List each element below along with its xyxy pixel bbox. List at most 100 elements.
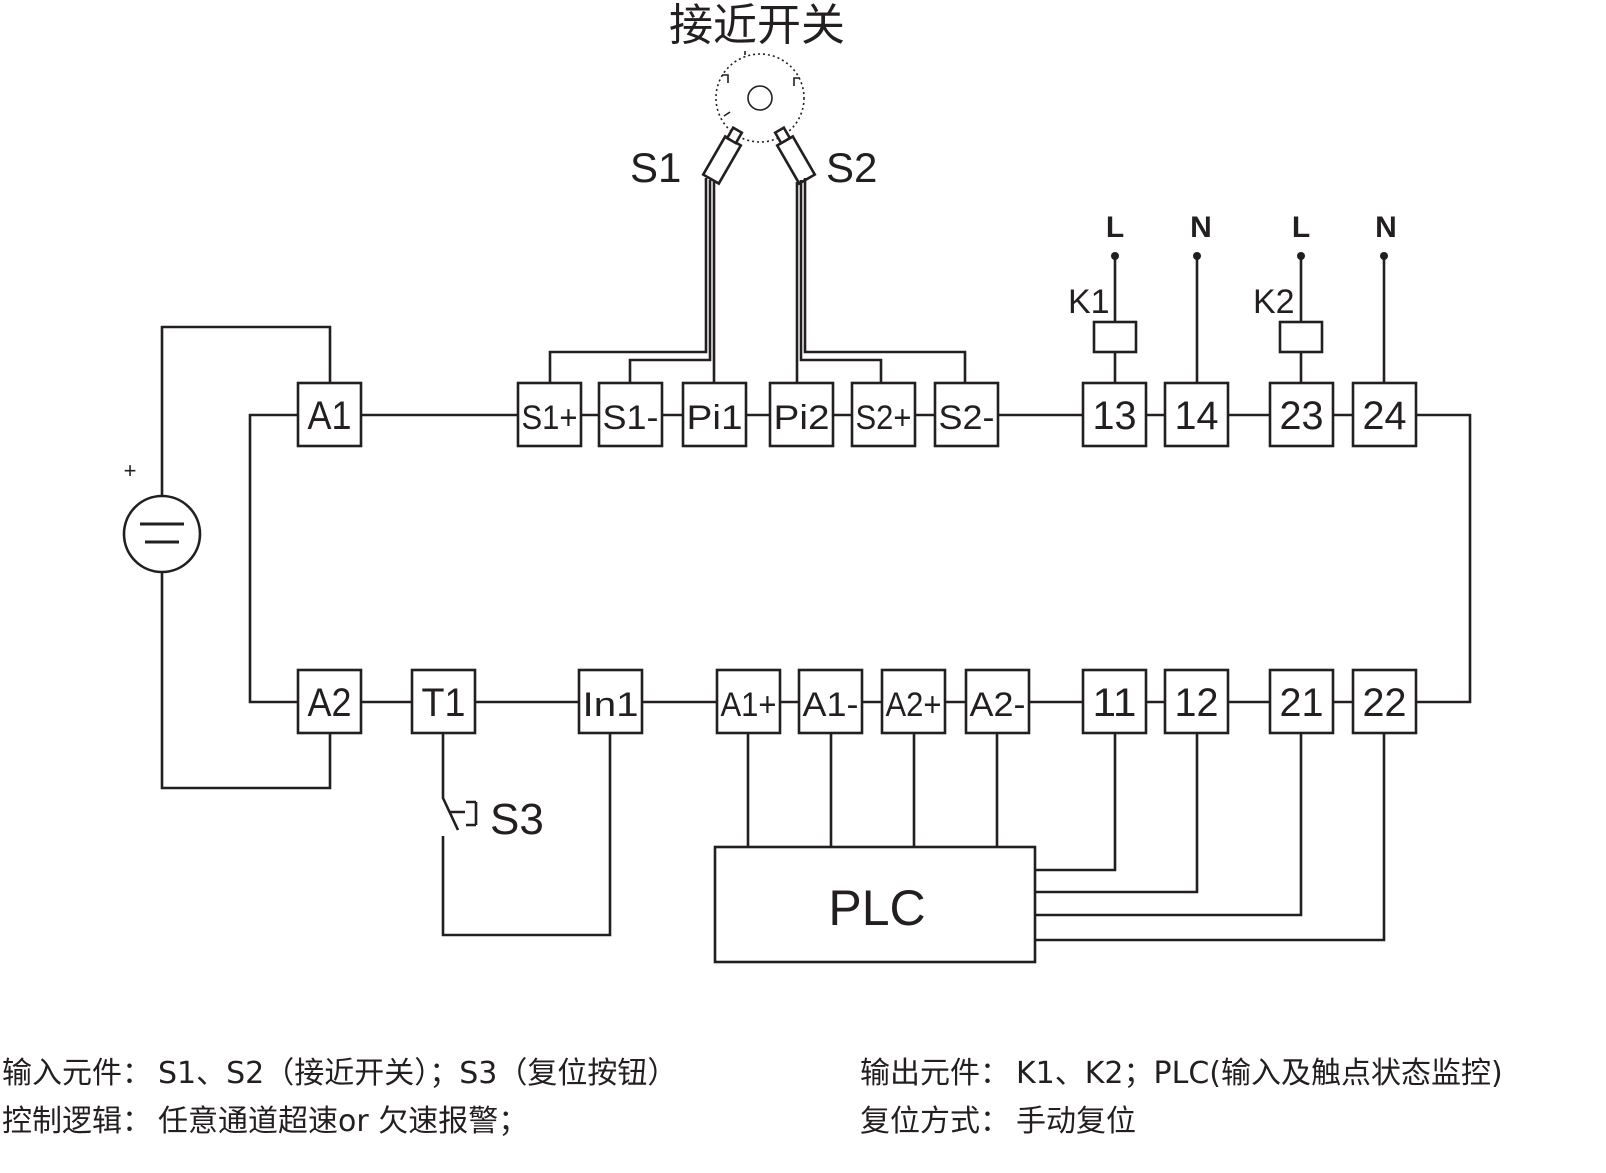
bottom-terminal-12: 12 bbox=[1163, 668, 1230, 735]
sensor-s1-label: S1 bbox=[630, 144, 681, 191]
output-n2-label: N bbox=[1375, 211, 1397, 244]
top-terminal-a1: A1 bbox=[296, 381, 363, 448]
terminal-box bbox=[768, 381, 835, 448]
terminal-label: T1 bbox=[422, 681, 466, 725]
terminal-label: A1 bbox=[308, 394, 352, 438]
relay-k1-label: K1 bbox=[1068, 283, 1110, 321]
top-terminal-23: 23 bbox=[1268, 381, 1335, 448]
relay-k2-coil bbox=[1278, 320, 1324, 354]
terminal-label: 12 bbox=[1175, 681, 1219, 725]
plc-box bbox=[713, 845, 1037, 964]
bottom-terminal-in1: In1 bbox=[577, 668, 644, 735]
terminal-box bbox=[577, 668, 644, 735]
bottom-terminal-11: 11 bbox=[1081, 668, 1148, 735]
terminal-box bbox=[964, 668, 1031, 735]
note-output-label: 输出元件： bbox=[860, 1056, 1010, 1091]
terminal-label: S2+ bbox=[856, 399, 912, 437]
bottom-terminal-a2: A2 bbox=[296, 668, 363, 735]
terminal-label: 22 bbox=[1363, 681, 1407, 725]
note-control-logic: 控制逻辑： 任意通道超速or 欠速报警； bbox=[2, 1098, 677, 1146]
terminal-label: Pi1 bbox=[687, 399, 743, 437]
top-terminal-pi1: Pi1 bbox=[681, 381, 748, 448]
diagram-title: 接近开关 bbox=[669, 1, 845, 50]
bottom-terminal-a2plus: A2+ bbox=[880, 668, 947, 735]
target-wheel bbox=[715, 51, 805, 143]
terminal-box bbox=[296, 381, 363, 448]
top-terminal-24: 24 bbox=[1351, 381, 1418, 448]
note-input-label: 输入元件： bbox=[2, 1056, 152, 1091]
terminal-label: A2- bbox=[970, 686, 1026, 724]
note-logic-value: 任意通道超速or 欠速报警； bbox=[158, 1104, 529, 1139]
sensor-cables bbox=[548, 178, 967, 383]
note-reset-label: 复位方式： bbox=[860, 1104, 1010, 1139]
terminal-label: 24 bbox=[1363, 394, 1407, 438]
terminal-box bbox=[1268, 668, 1335, 735]
note-output-value: K1、K2；PLC(输入及触点状态监控) bbox=[1016, 1056, 1503, 1091]
terminal-box bbox=[933, 381, 1000, 448]
terminal-label: S1- bbox=[603, 399, 659, 437]
bottom-terminal-21: 21 bbox=[1268, 668, 1335, 735]
terminal-label: 21 bbox=[1280, 681, 1324, 725]
note-input-components: 输入元件： S1、S2（接近开关）；S3（复位按钮） bbox=[2, 1050, 677, 1098]
terminal-box bbox=[1268, 381, 1335, 448]
terminal-label: A2 bbox=[308, 681, 352, 725]
sensor-s2-icon bbox=[773, 125, 817, 186]
terminal-label: S2- bbox=[939, 399, 995, 437]
terminal-box bbox=[681, 381, 748, 448]
terminal-label: 23 bbox=[1280, 394, 1324, 438]
note-logic-label: 控制逻辑： bbox=[2, 1104, 152, 1139]
sensor-s2-label: S2 bbox=[826, 144, 877, 191]
top-terminal-14: 14 bbox=[1163, 381, 1230, 448]
bottom-terminal-row: A2 T1 In1 A1+ A1- A2+ A2- 11 12 21 22 bbox=[296, 668, 1418, 735]
terminal-label: In1 bbox=[583, 686, 639, 724]
top-terminal-pi2: Pi2 bbox=[768, 381, 835, 448]
notes-right: 输出元件： K1、K2；PLC(输入及触点状态监控) 复位方式： 手动复位 bbox=[860, 1050, 1503, 1146]
terminal-box bbox=[1081, 381, 1148, 448]
plc-label: PLC bbox=[828, 880, 925, 936]
terminal-box bbox=[1163, 668, 1230, 735]
sensor-s1-icon bbox=[701, 125, 744, 186]
bottom-terminal-t1: T1 bbox=[410, 668, 477, 735]
terminal-box bbox=[296, 668, 363, 735]
relay-k2-label: K2 bbox=[1253, 283, 1295, 321]
terminal-box bbox=[516, 381, 583, 448]
output-l1-label: L bbox=[1106, 211, 1124, 244]
supply-plus-label: + bbox=[124, 458, 137, 483]
bottom-terminal-a1minus: A1- bbox=[797, 668, 864, 735]
terminal-label: 14 bbox=[1175, 394, 1219, 438]
terminal-box bbox=[715, 668, 782, 735]
wiring-diagram: 接近开关 S1 S2 bbox=[122, 1, 1472, 964]
terminal-label: Pi2 bbox=[774, 399, 830, 437]
terminal-box bbox=[850, 381, 917, 448]
note-reset-value: 手动复位 bbox=[1016, 1104, 1136, 1139]
terminal-box bbox=[1351, 381, 1418, 448]
note-input-value: S1、S2（接近开关）；S3（复位按钮） bbox=[158, 1056, 678, 1091]
terminal-label: 11 bbox=[1093, 681, 1137, 725]
bottom-terminal-22: 22 bbox=[1351, 668, 1418, 735]
supply-points bbox=[1111, 252, 1388, 260]
terminal-box bbox=[880, 668, 947, 735]
top-terminal-13: 13 bbox=[1081, 381, 1148, 448]
output-l2-label: L bbox=[1292, 211, 1310, 244]
output-n1-label: N bbox=[1190, 211, 1212, 244]
bottom-terminal-a1plus: A1+ bbox=[715, 668, 782, 735]
top-terminal-s1minus: S1- bbox=[597, 381, 664, 448]
top-terminal-s2minus: S2- bbox=[933, 381, 1000, 448]
dc-supply-icon bbox=[122, 494, 202, 574]
terminal-box bbox=[1081, 668, 1148, 735]
top-terminal-s1plus: S1+ bbox=[516, 381, 583, 448]
terminal-label: 13 bbox=[1093, 394, 1137, 438]
top-terminal-row: A1 S1+ S1- Pi1 Pi2 S2+ S2- 13 14 23 24 bbox=[296, 381, 1418, 448]
top-terminal-s2plus: S2+ bbox=[850, 381, 917, 448]
relay-k1-coil bbox=[1092, 320, 1138, 354]
terminal-box bbox=[797, 668, 864, 735]
note-output-components: 输出元件： K1、K2；PLC(输入及触点状态监控) bbox=[860, 1050, 1503, 1098]
note-reset-mode: 复位方式： 手动复位 bbox=[860, 1098, 1503, 1146]
terminal-label: A1+ bbox=[721, 686, 777, 724]
terminal-box bbox=[1163, 381, 1230, 448]
terminal-label: A1- bbox=[803, 686, 859, 724]
terminal-box bbox=[1351, 668, 1418, 735]
terminal-label: A2+ bbox=[886, 686, 942, 724]
reset-switch-s3-label: S3 bbox=[490, 795, 544, 844]
bottom-terminal-a2minus: A2- bbox=[964, 668, 1031, 735]
